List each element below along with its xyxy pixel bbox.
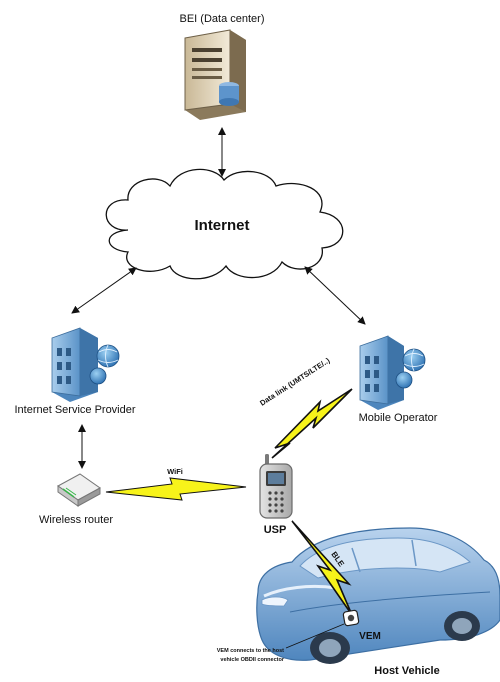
data-link-label: Data link (UMTS/LTE/..) xyxy=(258,355,332,407)
data-link-lightning xyxy=(271,388,353,459)
router-icon xyxy=(57,473,101,507)
mobile-operator-label: Mobile Operator xyxy=(359,412,438,424)
server-icon xyxy=(184,29,246,120)
vem-note-line1: VEM connects to the host xyxy=(217,648,284,654)
vem-label: VEM xyxy=(359,631,381,642)
internet-label: Internet xyxy=(194,217,249,234)
isp-label: Internet Service Provider xyxy=(14,404,135,416)
vem-note-line2: vehicle OBDII connector xyxy=(220,657,284,663)
internet-cloud xyxy=(105,168,344,280)
globe-icon xyxy=(96,344,120,368)
link-internet-mobile xyxy=(304,266,366,325)
globe-icon xyxy=(395,371,413,389)
car-icon xyxy=(256,527,500,664)
wifi-label: WiFi xyxy=(167,467,183,476)
usp-label: USP xyxy=(264,524,287,536)
vem-device-icon xyxy=(342,609,360,627)
host-vehicle-label: Host Vehicle xyxy=(374,665,439,677)
link-internet-isp xyxy=(71,267,137,314)
mobile-operator-building-icon xyxy=(359,335,426,410)
phone-icon xyxy=(259,454,293,519)
globe-icon xyxy=(402,348,426,372)
vem-note-leader xyxy=(285,623,345,649)
data-center-label: BEI (Data center) xyxy=(180,13,265,25)
isp-building-icon xyxy=(51,327,120,402)
wifi-lightning xyxy=(105,477,247,501)
globe-icon xyxy=(89,367,107,385)
router-label: Wireless router xyxy=(39,514,113,526)
